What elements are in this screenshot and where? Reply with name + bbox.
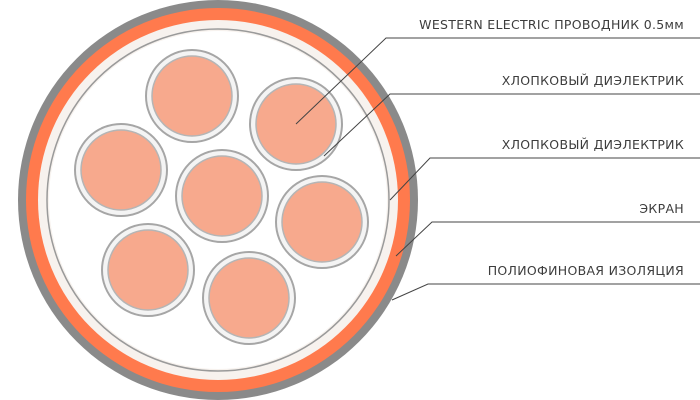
label-dielectric-1: ХЛОПКОВЫЙ ДИЭЛЕКТРИК <box>502 73 684 88</box>
conductor <box>275 175 369 269</box>
conductor-copper <box>208 257 290 339</box>
conductor <box>175 149 269 243</box>
cable-cross-section <box>18 0 418 400</box>
label-insulation: ПОЛИОФИНОВАЯ ИЗОЛЯЦИЯ <box>488 263 684 278</box>
leader-line-insulation <box>391 283 700 301</box>
labels: WESTERN ELECTRIC ПРОВОДНИК 0.5мм ХЛОПКОВ… <box>419 17 684 278</box>
conductor-copper <box>107 229 189 311</box>
leader-line-dielectric-1 <box>323 93 700 157</box>
label-conductor: WESTERN ELECTRIC ПРОВОДНИК 0.5мм <box>419 17 684 32</box>
conductor-copper <box>80 129 162 211</box>
conductor-copper <box>151 55 233 137</box>
conductor <box>101 223 195 317</box>
shield-outline <box>46 28 390 372</box>
conductor-copper <box>181 155 263 237</box>
leader-line-dielectric-2 <box>389 157 700 201</box>
label-shield: ЭКРАН <box>639 201 684 216</box>
conductor <box>74 123 168 217</box>
label-dielectric-2: ХЛОПКОВЫЙ ДИЭЛЕКТРИК <box>502 137 684 152</box>
leader-lines <box>295 37 700 301</box>
conductor-copper <box>281 181 363 263</box>
conductor <box>202 251 296 345</box>
leader-line-conductor <box>295 37 700 125</box>
leader-line-shield <box>395 221 700 257</box>
conductor <box>145 49 239 143</box>
